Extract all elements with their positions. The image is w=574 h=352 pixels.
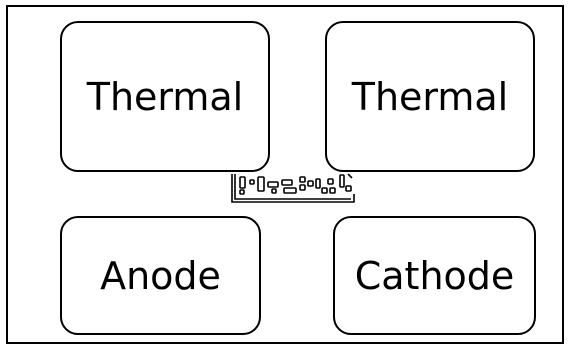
thermal-pad-right: Thermal [325,21,535,172]
thermal-pad-right-label: Thermal [351,74,509,119]
anode-pad: Anode [60,216,261,335]
cathode-pad-label: Cathode [354,253,515,298]
chip-die-icon [231,173,355,203]
thermal-pad-left: Thermal [60,21,270,172]
cathode-pad: Cathode [333,216,536,335]
anode-pad-label: Anode [100,253,221,298]
thermal-pad-left-label: Thermal [86,74,244,119]
